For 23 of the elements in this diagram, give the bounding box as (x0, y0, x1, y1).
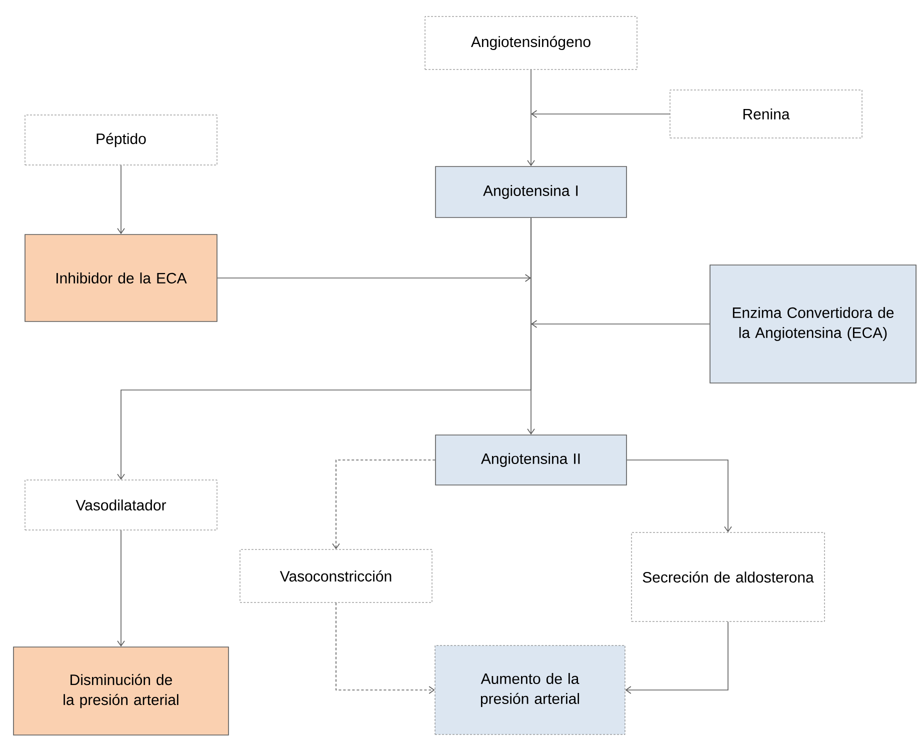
process-box: Inhibidor de la ECA (24, 234, 218, 322)
process-box: Disminución de la presión arterial (13, 646, 229, 736)
process-box: Aumento de la presión arterial (434, 645, 626, 735)
step-box: Vasodilatador (24, 480, 218, 530)
arrow (531, 320, 710, 328)
step-box: Péptido (24, 114, 218, 166)
arrow (332, 460, 436, 550)
arrow (336, 602, 435, 694)
step-box: Vasoconstricción (240, 549, 432, 603)
step-box: Renina (670, 90, 862, 138)
process-box: Angiotensina I (435, 166, 627, 218)
arrow (625, 621, 728, 694)
step-box: Secreción de aldosterona (631, 532, 825, 622)
arrow (626, 460, 732, 532)
arrow (117, 530, 125, 647)
arrow (217, 274, 531, 282)
arrow (117, 217, 532, 480)
step-box: Angiotensinógeno (424, 16, 638, 70)
arrow (527, 69, 535, 166)
process-box: Angiotensina II (435, 434, 627, 486)
arrow (117, 164, 125, 234)
arrow (531, 110, 670, 118)
process-box: Enzima Convertidora de la Angiotensina (ECA) (710, 264, 916, 384)
